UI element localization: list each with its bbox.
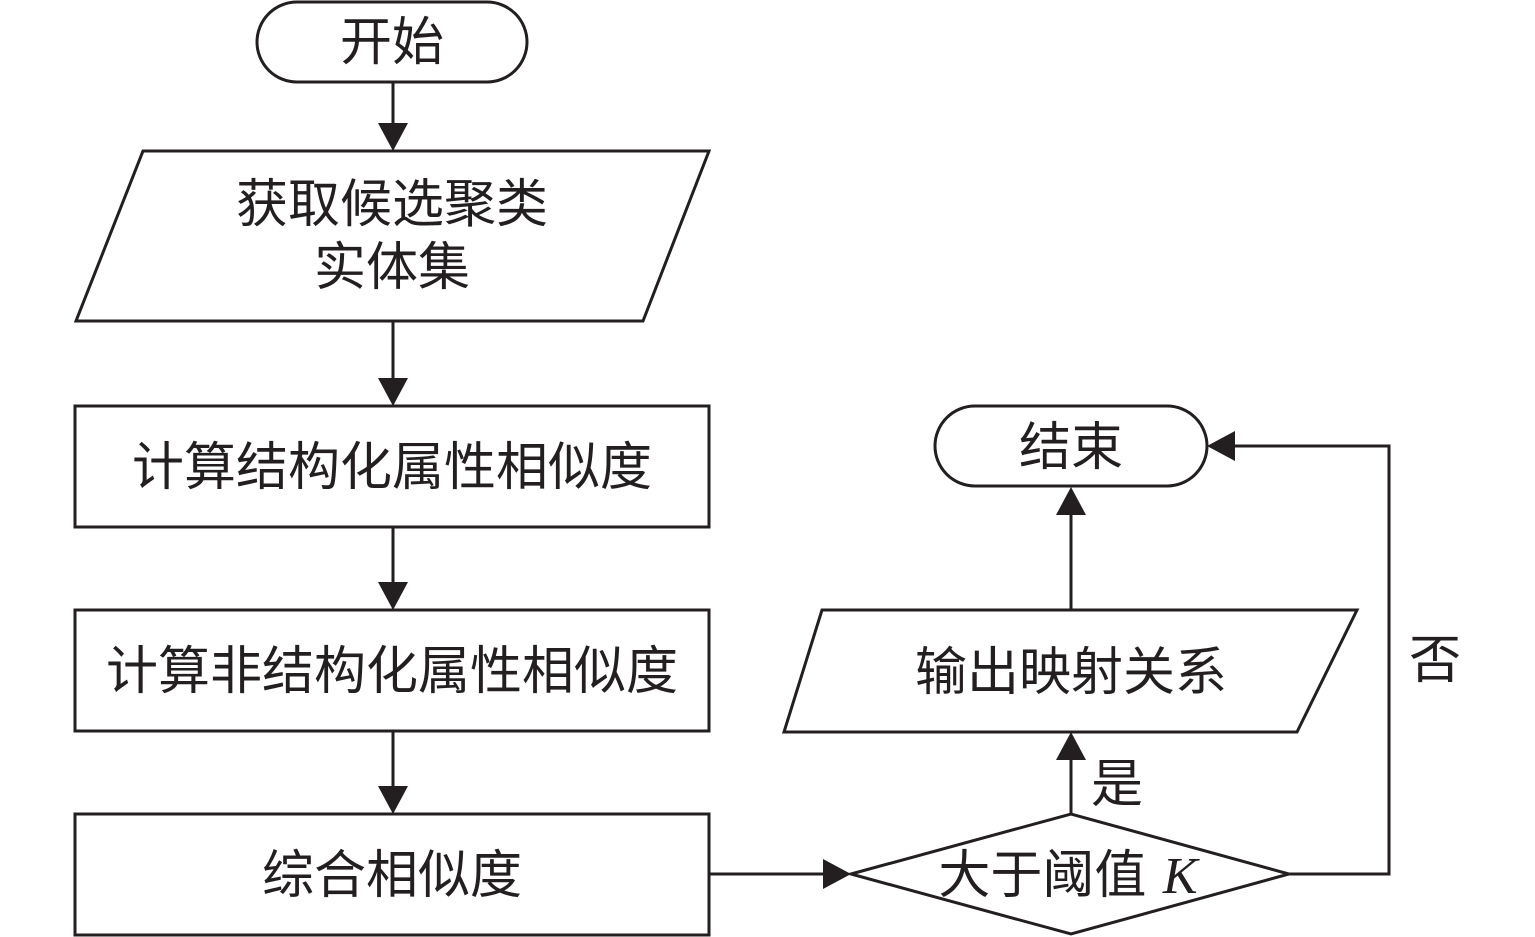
start-label: 开始: [340, 13, 444, 73]
end-label: 结束: [1019, 418, 1123, 478]
decision-node: 大于阈值 K: [845, 812, 1295, 936]
input-label-line-2: 实体集: [314, 238, 470, 298]
arrowhead-unstructured-to-combined: [378, 786, 408, 814]
input-data-shape: [73, 149, 712, 323]
output-data-shape: [781, 608, 1360, 734]
input-label-line-1: 获取候选聚类: [236, 175, 548, 235]
decision-diamond-shape: [845, 812, 1295, 936]
arrowhead-structured-to-unstructured: [378, 582, 408, 610]
arrowhead-combined-to-decision: [823, 859, 851, 889]
decision-label: 大于阈值 K: [938, 846, 1200, 906]
output-label: 输出映射关系: [915, 643, 1227, 703]
structured-node: 计算结构化属性相似度: [73, 404, 711, 529]
structured-label: 计算结构化属性相似度: [132, 438, 652, 498]
edges: [378, 82, 1391, 889]
arrowhead-decision-to-output: [1056, 732, 1086, 760]
edge-label-no: 否: [1409, 631, 1461, 691]
output-node: 输出映射关系: [781, 608, 1360, 734]
arrowhead-start-to-input: [378, 123, 408, 151]
unstructured-node: 计算非结构化属性相似度: [73, 608, 711, 733]
combined-label: 综合相似度: [262, 846, 522, 906]
structured-process-shape: [73, 404, 711, 529]
decision-threshold-variable: K: [1162, 848, 1200, 905]
input-node: 获取候选聚类 实体集: [73, 149, 712, 323]
decision-text: 大于阈值: [938, 846, 1163, 906]
start-node: 开始: [255, 0, 529, 84]
edge-label-yes: 是: [1091, 755, 1143, 815]
edge-decision-to-end: [1235, 444, 1391, 876]
end-terminal-shape: [933, 404, 1209, 488]
arrowhead-input-to-structured: [378, 378, 408, 406]
end-node: 结束: [933, 404, 1209, 488]
start-terminal-shape: [255, 0, 529, 84]
combined-process-shape: [73, 812, 711, 937]
combined-node: 综合相似度: [73, 812, 711, 937]
arrowhead-output-to-end: [1056, 487, 1086, 515]
arrowhead-decision-to-end: [1207, 431, 1235, 461]
unstructured-label: 计算非结构化属性相似度: [106, 642, 678, 702]
unstructured-process-shape: [73, 608, 711, 733]
